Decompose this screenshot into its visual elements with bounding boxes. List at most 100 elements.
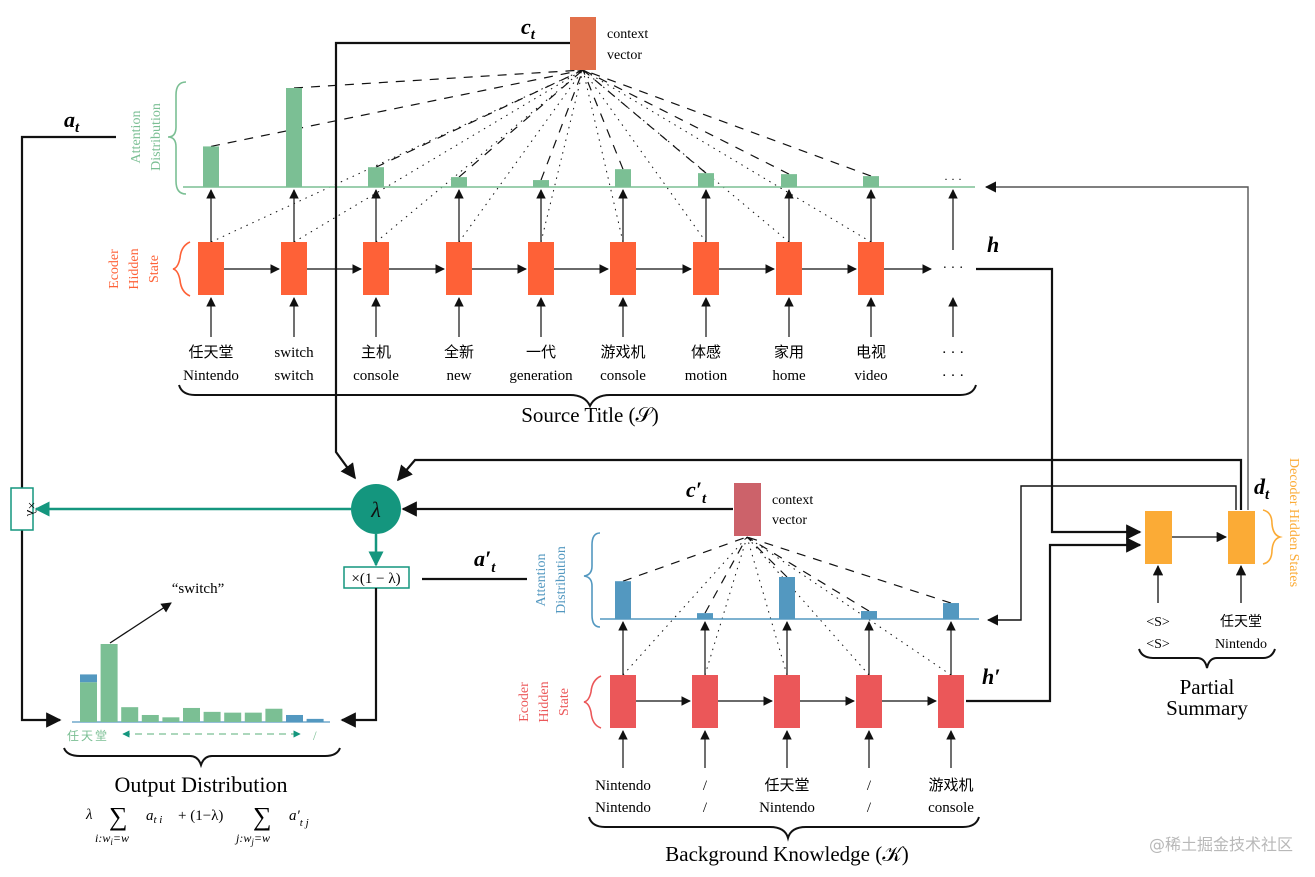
source-token-en: switch bbox=[274, 368, 314, 384]
attention-vector-label: at bbox=[64, 107, 80, 136]
output-bar-segment bbox=[203, 711, 221, 722]
ct-to-gate-line bbox=[334, 41, 570, 480]
source-context-text-1: context bbox=[607, 27, 648, 42]
knowledge-attention-bar bbox=[943, 603, 959, 619]
knowledge-title-brace bbox=[588, 816, 980, 842]
dt-to-knowledge-attention-line bbox=[986, 485, 1237, 626]
output-bar-segment bbox=[183, 707, 200, 722]
formula-under-1: i:wi=w bbox=[95, 831, 129, 847]
partial-summary-title-2: Summary bbox=[1166, 696, 1248, 720]
knowledge-encoder-state bbox=[610, 675, 636, 728]
source-context-label: ct bbox=[521, 14, 536, 43]
output-axis-end: / bbox=[313, 728, 317, 743]
output-brace bbox=[63, 747, 341, 769]
source-encoder-state bbox=[693, 242, 719, 295]
knowledge-attention-brace bbox=[583, 532, 601, 628]
h-prime-to-decoder-line bbox=[966, 537, 1142, 703]
output-title: Output Distribution bbox=[115, 772, 288, 797]
knowledge-token-zh: / bbox=[867, 778, 872, 794]
knowledge-attention-dashed-line bbox=[746, 536, 952, 604]
output-bar-segment bbox=[100, 644, 118, 722]
output-bar-segment bbox=[244, 712, 262, 722]
knowledge-encoder-state bbox=[856, 675, 882, 728]
knowledge-token-zh: / bbox=[703, 778, 708, 794]
partial-summary-brace bbox=[1138, 648, 1276, 669]
source-hidden-dotted-line bbox=[458, 69, 584, 243]
source-token-zh: 全新 bbox=[444, 343, 474, 361]
decoder-token-2-en: Nintendo bbox=[1215, 637, 1267, 652]
decoder-state-1 bbox=[1145, 511, 1172, 564]
source-encoder-row: · · · bbox=[198, 189, 964, 337]
knowledge-context-text-2: vector bbox=[772, 513, 807, 528]
source-hidden-dotted-line bbox=[582, 69, 707, 243]
knowledge-attention-dashed-line bbox=[746, 536, 870, 612]
source-token-en: video bbox=[854, 368, 887, 384]
source-attention-bar bbox=[203, 146, 219, 187]
watermark: @稀土掘金技术社区 bbox=[1148, 835, 1293, 854]
one-minus-to-output-line bbox=[340, 588, 378, 728]
formula-sum-1: ∑ bbox=[109, 802, 128, 831]
knowledge-attention-dashed-line bbox=[622, 536, 748, 582]
source-encoder-state bbox=[610, 242, 636, 295]
output-bar-segment bbox=[224, 712, 242, 722]
decoder-brace bbox=[1262, 509, 1283, 565]
source-encoder-state bbox=[363, 242, 389, 295]
source-token-zh: 任天堂 bbox=[188, 344, 233, 361]
source-token-zh: 家用 bbox=[774, 344, 804, 361]
decoder-label: dt bbox=[1254, 474, 1270, 503]
source-hidden-dotted-line bbox=[210, 69, 584, 243]
source-token-zh: 体感 bbox=[691, 344, 721, 361]
source-encoder-state bbox=[858, 242, 884, 295]
formula-sum-2: ∑ bbox=[253, 802, 272, 831]
source-encoder-state bbox=[776, 242, 802, 295]
decoder-group-label: Decoder Hidden States bbox=[1286, 458, 1301, 587]
formula-term-1: at i bbox=[146, 808, 162, 826]
knowledge-hidden-dotted-line bbox=[746, 536, 788, 676]
source-attention-brace bbox=[167, 81, 187, 195]
knowledge-encoder-row bbox=[610, 621, 964, 768]
source-token-en: generation bbox=[509, 368, 573, 384]
source-encoder-state bbox=[281, 242, 307, 295]
switch-annotation: “switch” bbox=[172, 581, 224, 597]
source-attention-lines bbox=[210, 69, 872, 243]
knowledge-encoder-state bbox=[692, 675, 718, 728]
source-hidden-dotted-line bbox=[582, 69, 624, 243]
source-encoder-state bbox=[198, 242, 224, 295]
source-attention-dashed-line bbox=[210, 69, 584, 147]
output-bar-segment bbox=[265, 708, 283, 722]
knowledge-token-zh: 游戏机 bbox=[928, 777, 973, 794]
knowledge-attention-bars bbox=[615, 577, 959, 619]
output-distribution-bars bbox=[80, 644, 324, 722]
source-token-en: console bbox=[353, 368, 399, 384]
source-attention-dashed-line bbox=[375, 69, 584, 168]
output-bar-segment bbox=[286, 714, 303, 722]
gate-lambda-node bbox=[351, 484, 401, 534]
source-attention-bar bbox=[533, 180, 549, 187]
times-lambda-box bbox=[10, 487, 34, 531]
knowledge-token-en: / bbox=[867, 800, 872, 816]
source-attention-dashed-line bbox=[582, 69, 624, 170]
knowledge-attention-bar bbox=[615, 581, 631, 619]
knowledge-encoder-state bbox=[938, 675, 964, 728]
source-token-zh: 电视 bbox=[856, 344, 886, 361]
knowledge-hidden-dotted-line bbox=[622, 536, 748, 676]
source-token-labels: 任天堂Nintendoswitchswitch主机console全新new一代g… bbox=[183, 343, 964, 384]
gate-lambda-symbol: λ bbox=[370, 497, 381, 522]
source-token-zh: 一代 bbox=[526, 344, 556, 361]
source-context-vector bbox=[570, 17, 596, 70]
output-bar-segment bbox=[162, 717, 180, 722]
source-attention-dashed-line bbox=[582, 69, 707, 174]
source-encoder-brace bbox=[172, 241, 191, 297]
output-axis-start: 任天堂 bbox=[67, 729, 109, 743]
source-token-en: motion bbox=[685, 368, 728, 384]
source-attention-bar bbox=[781, 174, 797, 187]
source-token-en: console bbox=[600, 368, 646, 384]
knowledge-hidden-dotted-line bbox=[704, 536, 748, 676]
source-hidden-dotted-line bbox=[582, 69, 790, 243]
source-attention-ellipsis: · · · bbox=[944, 172, 962, 186]
knowledge-attention-dashed-line bbox=[704, 536, 748, 614]
source-hidden-dotted-line bbox=[540, 69, 584, 243]
source-attention-dashed-line bbox=[458, 69, 584, 178]
